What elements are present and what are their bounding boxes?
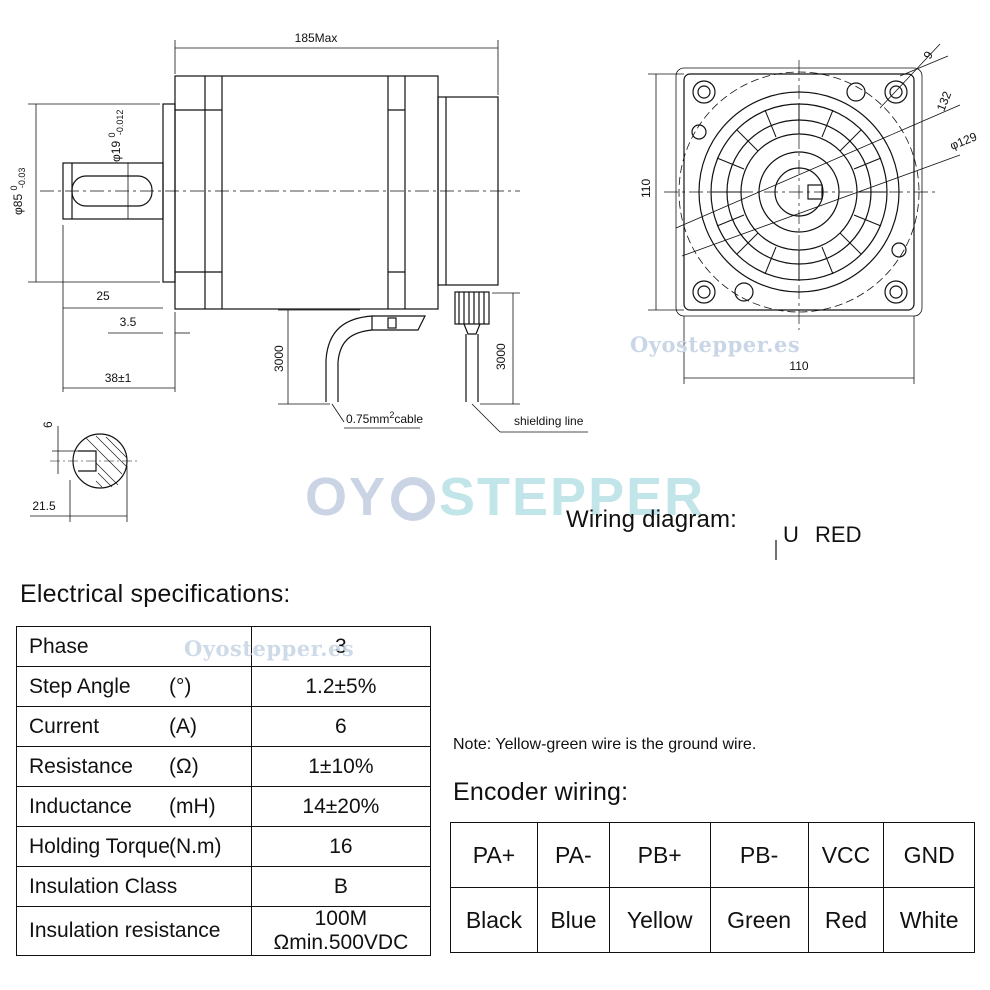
spec-row: Inductance (mH) 14±20% [16,786,432,827]
encoder-wire-color: White [883,887,975,953]
spec-value: B [250,866,432,907]
encoder-wire-color: Black [450,887,538,953]
phase-u-color: RED [815,522,861,547]
cable-length-left: 3000 [272,345,286,372]
watermark-table: Oyostepper.es [184,636,355,661]
spec-row: Current (A) 6 [16,706,432,747]
shaft-dia-dim: φ19 [109,141,123,162]
spec-unit: (°) [169,674,192,698]
spec-value: 1.2±5% [250,666,432,707]
encoder-wire-color: Green [709,887,809,953]
spec-unit: (N.m) [169,834,222,858]
encoder-signal: VCC [807,822,885,888]
spec-value: 100M Ωmin.500VDC [250,906,432,956]
spec-row: Insulation Class B [16,866,432,907]
spec-row: Holding Torque(N.m)16 [16,826,432,867]
spec-row: Resistance (Ω) 1±10% [16,746,432,787]
spec-label-cell: Insulation resistance [16,906,252,956]
key-width-dim: 6 [41,421,55,428]
encoder-signal: PB+ [608,822,711,888]
phase-u-label: U [783,522,799,547]
spec-label-cell: Inductance (mH) [16,786,252,827]
front-dim-132: 132 [934,89,955,113]
spec-label: Holding Torque [29,834,170,858]
shaft-25-dim: 25 [96,289,110,303]
spec-label: Insulation Class [29,874,178,898]
motor-technical-drawing: 185Max φ85 0 -0.03 φ19 0 -0.012 25 3.5 3… [6,31,979,560]
spec-unit: (mH) [169,794,216,818]
watermark-top: Oyostepper.es [630,332,801,357]
spec-unit: (Ω) [169,754,199,778]
front-width-dim: 110 [789,359,808,373]
encoder-signal: PA- [536,822,610,888]
spec-label: Step Angle [29,674,131,698]
spec-label: Insulation resistance [29,919,221,942]
motor-body [174,75,439,310]
electrical-title: Electrical specifications: [20,580,291,608]
spec-label: Inductance [29,794,132,818]
spec-label: Resistance [29,754,133,778]
spec-label-cell: Current (A) [16,706,252,747]
encoder-wire-color: Blue [536,887,610,953]
shaft-38-dim: 38±1 [105,371,132,385]
svg-text:U RED: U RED [783,522,861,547]
spec-row: Insulation resistance 100M Ωmin.500VDC [16,906,432,956]
gear-icon [391,477,436,521]
shield-label: shielding line [514,414,584,428]
encoder-signal: GND [883,822,975,888]
cable-length-right: 3000 [494,343,508,370]
encoder-wire-color: Yellow [608,887,711,953]
spec-label: Current [29,714,100,738]
svg-text:φ19 0 -0.012: φ19 0 -0.012 [104,110,125,162]
front-dim-129: φ129 [948,129,979,153]
spec-label-cell: Holding Torque(N.m) [16,826,252,867]
spec-value: 14±20% [250,786,432,827]
length-dim: 185Max [295,31,338,45]
encoder-signal: PB- [709,822,809,888]
spec-value: 1±10% [250,746,432,787]
spec-unit: (A) [169,714,197,738]
encoder-signal: PA+ [450,822,538,888]
front-height-dim: 110 [639,179,653,198]
svg-text:0.75mm2cable: 0.75mm2cable [346,410,423,426]
spec-label-cell: Insulation Class [16,866,252,907]
encoder-wire-color: Red [807,887,885,953]
cable-label: 0.75mm [346,412,389,426]
shaft-35-dim: 3.5 [120,315,137,329]
svg-text:φ85 0 -0.03: φ85 0 -0.03 [6,168,27,215]
wiring-title: Wiring diagram: [566,506,738,533]
shaft [62,162,164,220]
encoder-title: Encoder wiring: [453,778,629,806]
spec-value: 6 [250,706,432,747]
spec-label-cell: Step Angle (°) [16,666,252,707]
wiring-diagram: U RED W BLK V WHT [775,522,861,560]
flange-dia-dim: φ85 [11,194,25,215]
key-depth-dim: 21.5 [32,499,56,513]
spec-row: Step Angle (°) 1.2±5% [16,666,432,707]
spec-label-cell: Resistance (Ω) [16,746,252,787]
spec-label-cell: Phase [16,626,252,667]
side-view: 185Max φ85 0 -0.03 φ19 0 -0.012 25 3.5 3… [6,31,588,433]
shaft-section: 6 21.5 [30,421,140,522]
spec-value: 16 [250,826,432,867]
ground-wire-note: Note: Yellow-green wire is the ground wi… [453,736,757,753]
spec-label: Phase [29,634,89,658]
